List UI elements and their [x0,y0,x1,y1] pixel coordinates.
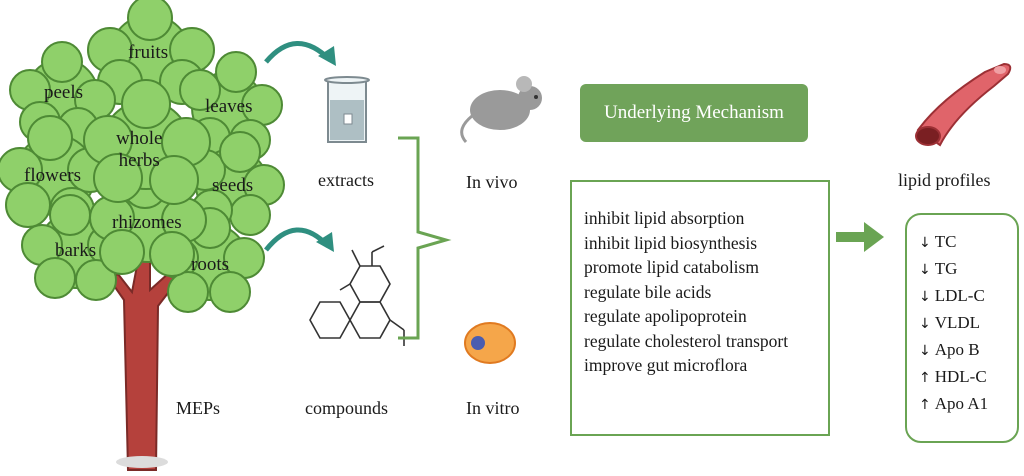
profile-name: TG [934,259,958,278]
profile-item: ↓Apo B [919,337,1017,364]
label-peels: peels [44,82,84,103]
mechanism-item: inhibit lipid biosynthesis [584,232,758,253]
cell-icon [464,322,516,364]
label-flowers: flowers [24,165,81,186]
profile-name: HDL-C [934,367,987,386]
label-seeds: seeds [212,175,254,196]
direction-arrow-icon: ↓ [919,262,931,278]
blood-vessel-icon [915,62,1012,147]
profile-item: ↑Apo A1 [919,391,1017,418]
label-extracts: extracts [318,170,374,190]
label-meps: MEPs [176,398,221,418]
curved-arrow-compounds [264,227,334,252]
mechanism-item: regulate apolipoprotein [584,306,747,326]
label-barks: barks [55,240,97,261]
tree-canopy [0,0,285,313]
label-whole-herbs: whole herbs [116,128,163,171]
mechanism-item: inhibit lipid absorption [584,208,745,228]
label-leaves: leaves [205,96,253,117]
lipid-profile-list: ↓TC ↓TG ↓LDL-C ↓VLDL ↓Apo B ↑HDL-C ↑Apo … [905,213,1019,443]
mechanism-item: regulate bile acids [584,281,712,302]
leaf-rhizomes [89,163,207,277]
label-rhizomes: rhizomes [112,212,182,233]
profile-item: ↓VLDL [919,310,1017,337]
direction-arrow-icon: ↓ [919,343,931,359]
mechanism-item: improve gut microflora [584,355,748,375]
profile-name: Apo B [934,340,980,359]
leaf-roots [157,207,265,313]
leaf-leaves [179,51,283,161]
label-fruits: fruits [128,42,169,63]
label-in-vivo: In vivo [466,172,518,192]
direction-arrow-icon: ↑ [919,370,931,386]
profile-item: ↓TG [919,256,1017,283]
mechanism-item: promote lipid catabolism [584,257,759,277]
mouse-icon [460,76,542,144]
label-lipid-profiles: lipid profiles [898,170,991,190]
right-arrow [836,222,884,252]
curved-arrow-extracts [264,41,336,66]
direction-arrow-icon: ↓ [919,316,931,332]
mechanism-item: regulate cholesterol transport [584,330,789,351]
profile-item: ↓LDL-C [919,283,1017,310]
profile-name: TC [934,232,957,251]
beaker-icon [324,76,370,143]
label-roots: roots [191,254,229,275]
label-compounds: compounds [305,398,388,418]
profile-name: VLDL [934,313,981,332]
direction-arrow-icon: ↑ [919,397,931,413]
profile-item: ↑HDL-C [919,364,1017,391]
tree-trunk [108,249,180,471]
profile-name: Apo A1 [934,394,989,413]
mechanism-header: Underlying Mechanism [580,84,808,142]
converging-bracket [398,136,452,340]
chemical-structure-icon [309,245,405,346]
mechanism-list: inhibit lipid absorption inhibit lipid b… [570,180,830,436]
direction-arrow-icon: ↓ [919,289,931,305]
direction-arrow-icon: ↓ [919,235,931,251]
profile-item: ↓TC [919,229,1017,256]
label-in-vitro: In vitro [466,398,520,418]
profile-name: LDL-C [934,286,985,305]
leaf-whole-herbs [83,79,211,205]
